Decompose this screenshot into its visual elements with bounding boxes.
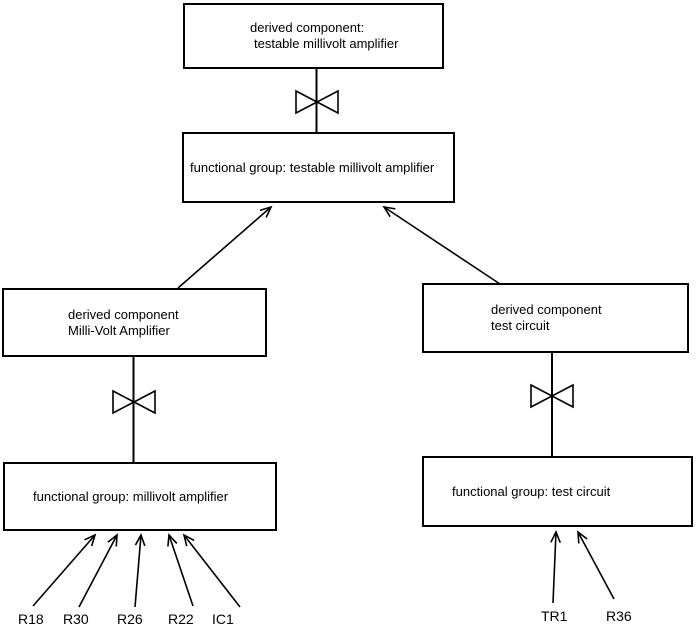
arrow-r36: [577, 530, 615, 600]
bowtie-icon: [112, 389, 156, 415]
node-label: functional group: test circuit: [452, 483, 611, 499]
component-label-r26: R26: [117, 611, 143, 627]
arrow-r22: [167, 533, 194, 607]
component-label-ic1: IC1: [212, 611, 234, 627]
node-label: functional group: millivolt amplifier: [33, 488, 229, 504]
node-functional-group-testable-millivolt-amplifier: functional group: testable millivolt amp…: [182, 132, 455, 203]
node-label-line1: derived component: [68, 306, 179, 322]
node-label: functional group: testable millivolt amp…: [190, 159, 435, 175]
component-label-r36: R36: [606, 608, 632, 624]
component-label-r22: R22: [168, 611, 194, 627]
component-label-r30: R30: [63, 611, 89, 627]
bowtie-icon: [295, 89, 339, 115]
node-label-line2: testable millivolt amplifier: [254, 36, 399, 51]
node-functional-group-test-circuit: functional group: test circuit: [422, 456, 693, 527]
node-label-line1: derived component:: [250, 20, 365, 35]
node-label-line2: Milli-Volt Amplifier: [68, 322, 170, 338]
node-derived-testable-millivolt-amplifier: derived component: testable millivolt am…: [183, 3, 444, 69]
bowtie-icon: [530, 383, 574, 409]
node-derived-test-circuit: derived component test circuit: [422, 283, 689, 353]
component-label-r18: R18: [18, 611, 44, 627]
arrow-tr1: [550, 530, 561, 604]
component-label-tr1: TR1: [541, 608, 568, 624]
arrow-r18: [32, 533, 97, 607]
node-label-line2: test circuit: [491, 318, 550, 333]
node-label-line1: derived component: [491, 302, 602, 317]
arrow-ic1: [182, 533, 241, 608]
arrow-r30: [78, 533, 118, 608]
arrow-r26: [134, 533, 146, 608]
node-derived-milli-volt-amplifier: derived component Milli-Volt Amplifier: [2, 288, 267, 357]
arrow-derived-test-to-functional-testable: [382, 205, 501, 285]
arrow-derived-millivolt-to-functional-testable: [177, 205, 273, 289]
node-functional-group-millivolt-amplifier: functional group: millivolt amplifier: [3, 462, 277, 531]
